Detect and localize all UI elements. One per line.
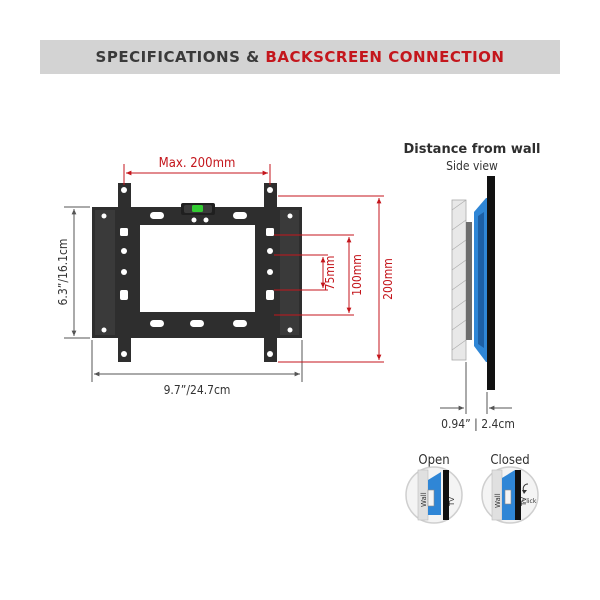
side-view-title: Distance from wall — [403, 142, 540, 157]
depth-label: 0.94” | 2.4cm — [441, 417, 515, 431]
open-tv-label: TV — [448, 497, 456, 507]
vesa-200-label: 200mm — [381, 258, 395, 300]
side-view-drawing — [451, 176, 495, 390]
header-title-part2: BACKSCREEN CONNECTION — [265, 48, 505, 66]
vesa-dimensions — [274, 195, 384, 363]
depth-dimension — [440, 362, 512, 414]
vesa-100-label: 100mm — [350, 254, 364, 296]
height-dimension — [64, 206, 90, 339]
wall-bracket — [92, 183, 302, 362]
max-width-label: Max. 200mm — [159, 156, 236, 171]
click-label: Click — [522, 498, 537, 505]
width-dimension — [91, 340, 303, 382]
open-label: Open — [418, 453, 449, 468]
lock-open-detail: Wall TV — [405, 466, 463, 524]
width-label: 9.7”/24.7cm — [164, 383, 231, 397]
open-wall-label: Wall — [420, 492, 428, 507]
side-view-subtitle: Side view — [446, 159, 498, 173]
vesa-75-label: 75mm — [323, 256, 337, 291]
max-width-dimension — [123, 164, 271, 185]
header-bar: SPECIFICATIONS & BACKSCREEN CONNECTION — [40, 40, 560, 74]
closed-wall-label: Wall — [494, 493, 502, 508]
closed-label: Closed — [490, 453, 529, 468]
header-title-part1: SPECIFICATIONS & — [95, 48, 266, 66]
height-label: 6.3”/16.1cm — [56, 239, 70, 306]
lock-closed-detail: Wall TV Click — [481, 466, 539, 524]
bubble-level — [181, 203, 215, 215]
header-title: SPECIFICATIONS & BACKSCREEN CONNECTION — [96, 48, 505, 66]
bracket-holes — [101, 187, 293, 357]
closed-tv-label: TV — [520, 497, 528, 507]
